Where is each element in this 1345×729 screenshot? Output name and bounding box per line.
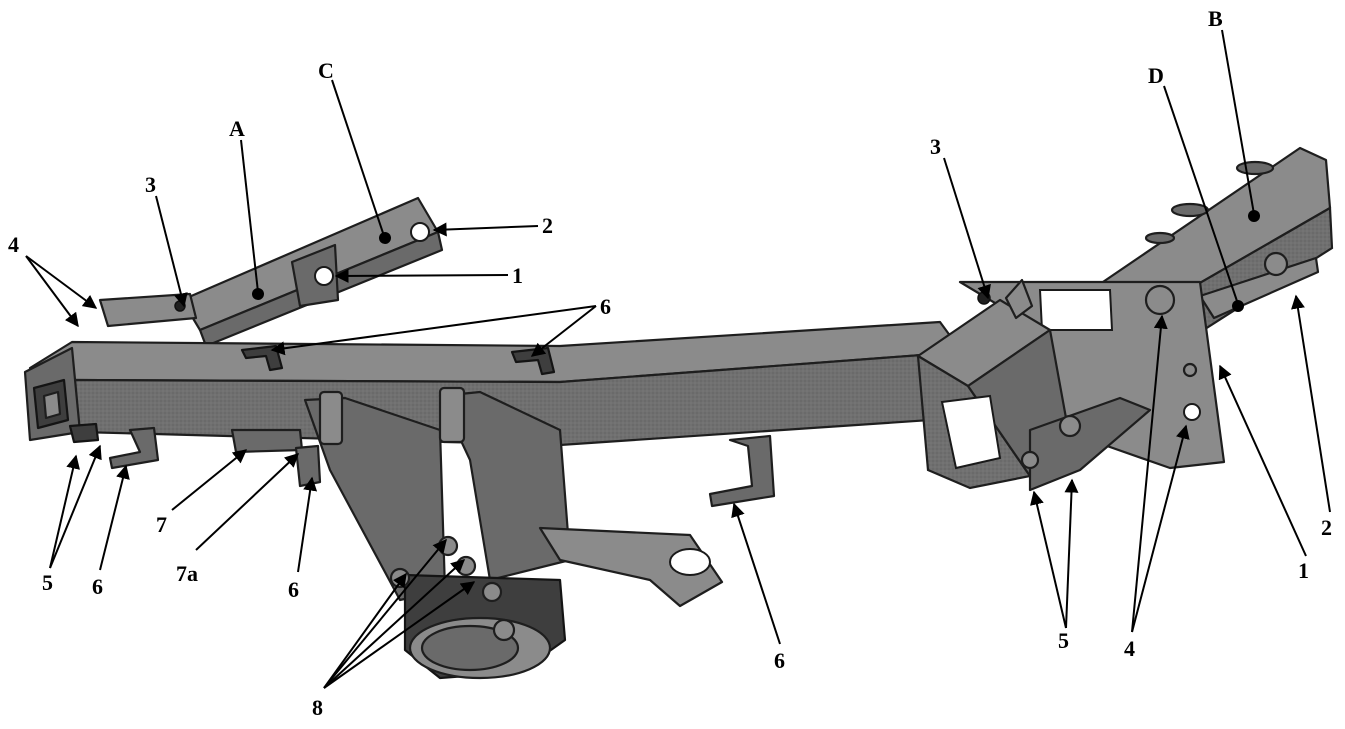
label-a: A [229, 116, 245, 141]
label-layer: A C 2 1 3 4 6 5 6 7 7a 6 8 6 3 B D 2 1 4… [8, 6, 1332, 720]
callouts [25, 29, 1331, 689]
right-receiver-assembly [916, 146, 1334, 492]
label-6-bottom: 6 [774, 648, 785, 673]
label-7: 7 [156, 512, 167, 537]
label-d: D [1148, 63, 1164, 88]
label-b: B [1208, 6, 1223, 31]
main-cross-tube [23, 320, 964, 508]
label-4-left: 4 [8, 232, 19, 257]
label-1-left: 1 [512, 263, 523, 288]
callout-dot-a [252, 288, 264, 300]
label-2-left: 2 [542, 213, 553, 238]
label-5-left: 5 [42, 570, 53, 595]
label-2-right: 2 [1321, 515, 1332, 540]
left-side-bracket [98, 196, 444, 348]
label-6-top: 6 [600, 294, 611, 319]
label-1-right: 1 [1298, 558, 1309, 583]
label-4-right: 4 [1124, 636, 1135, 661]
label-6-under: 6 [288, 577, 299, 602]
callout-dot-d [1232, 300, 1244, 312]
label-c: C [318, 58, 334, 83]
callout-dot-c [379, 232, 391, 244]
label-8: 8 [312, 695, 323, 720]
label-3-right: 3 [930, 134, 941, 159]
center-bracket [303, 386, 724, 680]
hitch-illustration [23, 146, 1334, 680]
label-6-left: 6 [92, 574, 103, 599]
callout-dot-b [1248, 210, 1260, 222]
label-5-right: 5 [1058, 628, 1069, 653]
label-7a: 7a [176, 561, 198, 586]
label-3-left: 3 [145, 172, 156, 197]
